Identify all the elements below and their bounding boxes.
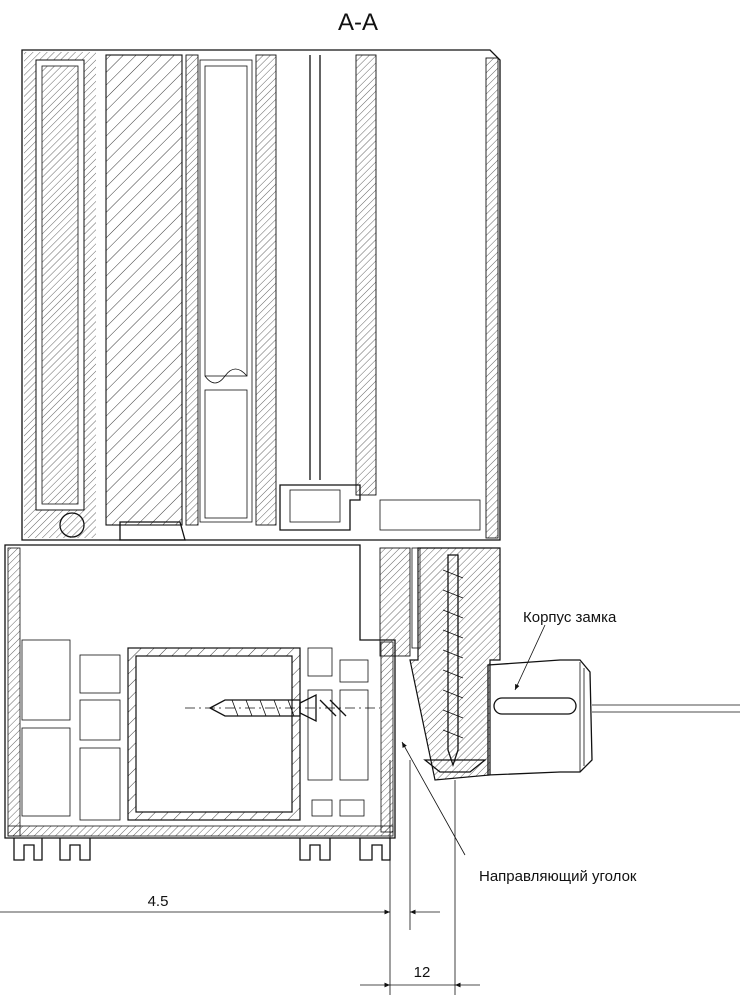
dimension-lines: 4.5 12: [0, 760, 480, 995]
callout-lock-body: Корпус замка: [514, 609, 617, 691]
callout-guide-angle: Направляющий уголок: [401, 741, 637, 885]
lock-assembly: [379, 547, 740, 781]
dimension-offset-label: 4.5: [148, 893, 169, 910]
sash-profile: [21, 49, 501, 541]
guide-angle-label: Направляющий уголок: [479, 868, 637, 885]
section-title: А-А: [338, 9, 378, 36]
frame-profile: [4, 544, 396, 861]
lock-body-label: Корпус замка: [523, 609, 617, 626]
dimension-width-label: 12: [414, 964, 431, 981]
